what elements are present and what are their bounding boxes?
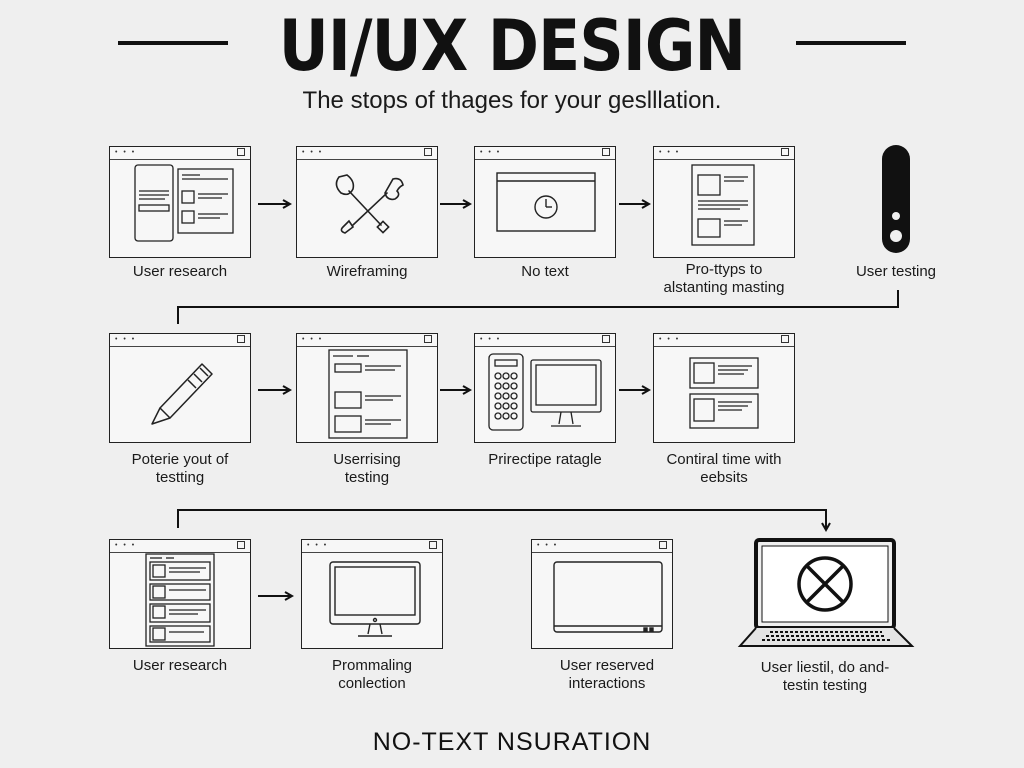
footer-caption: NO-TEXT NSURATION: [372, 728, 652, 756]
connector-row2-row3: [177, 509, 826, 530]
phone-slider-icon: [882, 145, 910, 253]
step-label: User research: [132, 657, 228, 674]
step-card-prototypes: • • •: [653, 146, 795, 258]
step-label: Prirectipe ratagle: [488, 451, 602, 468]
step-card-prirectipe: • • •: [474, 333, 616, 443]
page-title: UI/UX DESIGN: [278, 5, 746, 87]
step-label: User reserved interactions: [559, 657, 655, 692]
list-layout-icon: [145, 553, 215, 647]
step-card-userrising: • • •: [296, 333, 438, 443]
list-layout-icon: [328, 349, 408, 439]
page-subtitle: The stops of thages for your geslllation…: [302, 87, 722, 114]
connector-row1-row2: [177, 290, 899, 324]
step-card-user-research-2: • • •: [109, 539, 251, 649]
step-label: User research: [132, 263, 228, 280]
step-card-user-research: • • •: [109, 146, 251, 258]
step-label: User liestil, do and- testin testing: [760, 659, 890, 694]
step-card-contiral: • • •: [653, 333, 795, 443]
step-label: Prommaling conlection: [331, 657, 413, 692]
step-label: Poterie yout of testting: [131, 451, 229, 486]
pencil-icon: [151, 363, 213, 425]
wireframe-layout-icon: [134, 164, 234, 242]
title-rule-right: [796, 41, 906, 45]
step-label: Contiral time with eebsits: [666, 451, 782, 486]
step-card-wireframing: • • •: [296, 146, 438, 258]
remote-monitor-icon: [488, 353, 602, 431]
laptop-x-icon: [737, 538, 915, 647]
blank-screen-icon: [553, 561, 663, 633]
step-card-potterie: • • •: [109, 333, 251, 443]
document-icon: [691, 164, 755, 246]
step-label: User testing: [855, 263, 937, 280]
title-rule-left: [118, 41, 228, 45]
step-card-prommaling: • • •: [301, 539, 443, 649]
monitor-icon: [329, 561, 421, 637]
step-label: Userrising testing: [333, 451, 401, 486]
step-card-user-reserved: • • •: [531, 539, 673, 649]
clock-icon: [496, 172, 596, 232]
step-label: Wireframing: [326, 263, 408, 280]
step-label: Pro-ttyps to alstanting masting: [663, 261, 785, 296]
step-label: No text: [521, 263, 569, 280]
step-card-no-text: • • •: [474, 146, 616, 258]
two-panel-icon: [689, 357, 759, 429]
crossed-tools-icon: [335, 174, 404, 234]
